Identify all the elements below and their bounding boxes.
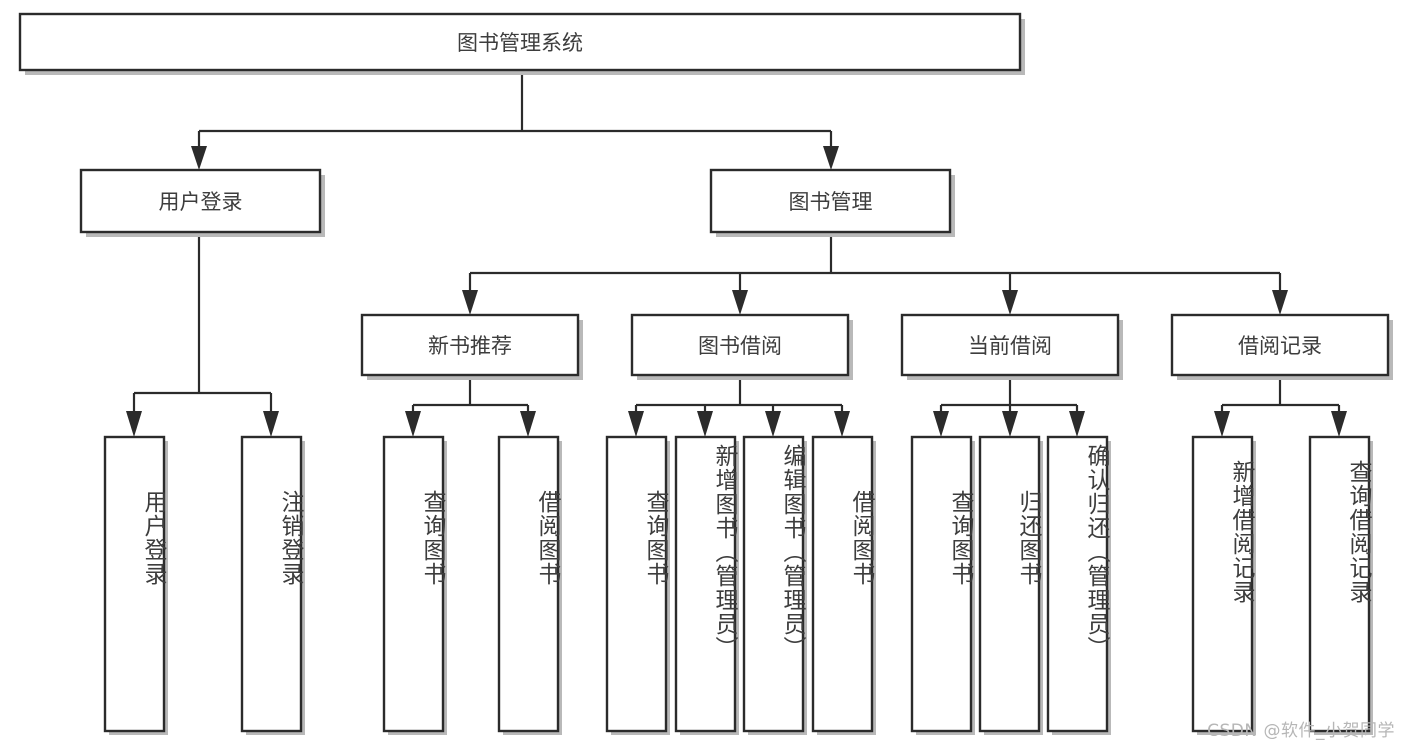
- leaf-query-book-recommend[interactable]: [384, 437, 443, 731]
- connector-user-login-to-leaves: [126, 232, 279, 437]
- node-book-borrow[interactable]: [632, 315, 848, 375]
- node-l1-0-box[interactable]: [79, 168, 325, 237]
- node-lf-1-box[interactable]: [240, 435, 305, 735]
- node-current-borrow[interactable]: [902, 315, 1118, 375]
- node-new-book-recommend[interactable]: [362, 315, 578, 375]
- leaf-query-book-current[interactable]: [912, 437, 971, 731]
- leaf-query-borrow-record[interactable]: [1310, 437, 1369, 731]
- node-borrow-records[interactable]: [1172, 315, 1388, 375]
- node-l2-0-box[interactable]: [360, 313, 583, 380]
- leaf-borrow-book-recommend[interactable]: [499, 437, 558, 731]
- node-lf-3-box[interactable]: [497, 435, 562, 735]
- node-lf-11-box[interactable]: [1191, 435, 1256, 735]
- leaf-user-login[interactable]: [105, 437, 164, 731]
- node-root[interactable]: [20, 14, 1020, 70]
- leaf-return-book[interactable]: [980, 437, 1039, 731]
- leaf-logout[interactable]: [242, 437, 301, 731]
- leaf-query-book-borrow[interactable]: [607, 437, 666, 731]
- connector-records-to-leaves: [1214, 375, 1347, 437]
- node-lf-10-box[interactable]: [1046, 435, 1111, 735]
- connector-root-to-level1: [191, 70, 839, 170]
- node-lf-2-box[interactable]: [382, 435, 447, 735]
- connector-current-borrow-to-leaves: [933, 375, 1085, 437]
- node-lf-9-box[interactable]: [978, 435, 1043, 735]
- node-l1-1-box[interactable]: [709, 168, 955, 237]
- node-root-box[interactable]: [18, 12, 1025, 75]
- connector-borrow-to-leaves: [628, 375, 850, 437]
- connector-new-book-to-leaves: [405, 375, 536, 437]
- connector-book-mgmt-to-level2: [462, 232, 1288, 315]
- node-lf-0-box[interactable]: [103, 435, 168, 735]
- node-l2-3-box[interactable]: [1170, 313, 1393, 380]
- leaf-edit-book-admin[interactable]: [744, 437, 803, 731]
- node-lf-4-box[interactable]: [605, 435, 670, 735]
- node-lf-12-box[interactable]: [1308, 435, 1373, 735]
- csdn-watermark: CSDN @软件_小贺同学: [1207, 721, 1395, 741]
- node-lf-5-box[interactable]: [674, 435, 739, 735]
- leaf-add-borrow-record[interactable]: [1193, 437, 1252, 731]
- node-l2-2-box[interactable]: [900, 313, 1123, 380]
- leaf-borrow-book[interactable]: [813, 437, 872, 731]
- node-user-login[interactable]: [81, 170, 320, 232]
- node-book-management[interactable]: [711, 170, 950, 232]
- node-lf-6-box[interactable]: [742, 435, 807, 735]
- leaf-confirm-return-admin[interactable]: [1048, 437, 1107, 731]
- node-lf-7-box[interactable]: [811, 435, 876, 735]
- leaf-add-book-admin[interactable]: [676, 437, 735, 731]
- node-lf-8-box[interactable]: [910, 435, 975, 735]
- node-l2-1-box[interactable]: [630, 313, 853, 380]
